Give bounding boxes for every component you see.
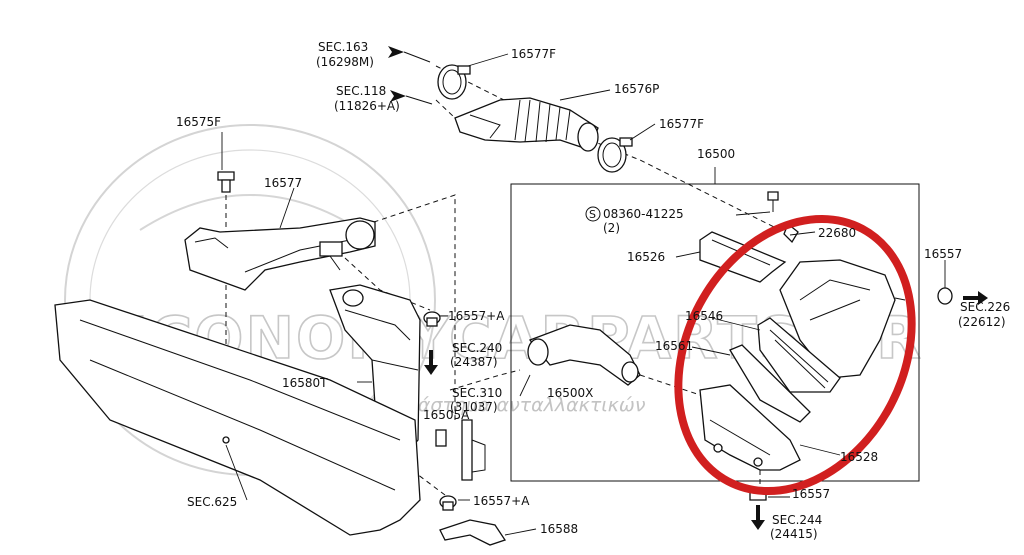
label-sec118-ref: (11826+A) [334, 99, 400, 113]
inlet-16500X [527, 324, 641, 386]
label-sec226: SEC.226 [960, 300, 1010, 314]
grommet-16557A-bottom [439, 495, 457, 511]
radiator-core-support [54, 299, 421, 536]
label-sec244-ref: (24415) [770, 527, 818, 541]
bolt-16575F [217, 171, 235, 193]
label-bolt-symbol: S [589, 208, 596, 221]
bracket-16505A [435, 419, 486, 481]
label-16500: 16500 [697, 147, 735, 161]
label-sec163-ref: (16298M) [316, 55, 374, 69]
label-16577F-top: 16577F [511, 47, 556, 61]
label-sec240: SEC.240 [452, 341, 502, 355]
label-16505A: 16505A [423, 408, 470, 422]
clamp-16577F-right [597, 137, 633, 173]
label-sec240-ref: (24387) [450, 355, 498, 369]
bracket-16588 [439, 519, 507, 546]
label-16577F-right: 16577F [659, 117, 704, 131]
label-16500X: 16500X [547, 386, 593, 400]
label-sec226-ref: (22612) [958, 315, 1006, 329]
duct-16577 [184, 217, 376, 291]
label-16577: 16577 [264, 176, 302, 190]
grommet-16557-right [937, 287, 953, 305]
label-bolt-code: 08360-41225 [603, 207, 684, 221]
label-16576P: 16576P [614, 82, 659, 96]
clamp-16577F-top [437, 64, 471, 100]
label-16588: 16588 [540, 522, 578, 536]
highlight-circle [674, 214, 916, 496]
grommet-16557A-mid [423, 311, 441, 327]
duct-16526 [699, 231, 787, 283]
label-sec625: SEC.625 [187, 495, 237, 509]
label-16557A-mid: 16557+A [448, 309, 505, 323]
label-sec310-ref: (31037) [450, 400, 498, 414]
label-16575F: 16575F [176, 115, 221, 129]
label-sec244: SEC.244 [772, 513, 822, 527]
label-16557-bottom: 16557 [792, 487, 830, 501]
label-sec310: SEC.310 [452, 386, 502, 400]
label-22680: 22680 [818, 226, 856, 240]
hose-16576P [454, 97, 599, 152]
label-16526: 16526 [627, 250, 665, 264]
label-16580T: 16580T [282, 376, 328, 390]
cover-22680 [779, 259, 906, 379]
label-16561: 16561 [655, 339, 693, 353]
label-16557A-bottom: 16557+A [473, 494, 530, 508]
element-16546 [757, 317, 841, 393]
label-16557-right: 16557 [924, 247, 962, 261]
housing-16528 [699, 384, 801, 471]
label-16546: 16546 [685, 309, 723, 323]
frame-16561 [729, 344, 811, 423]
label-sec118: SEC.118 [336, 84, 386, 98]
label-sec163: SEC.163 [318, 40, 368, 54]
label-bolt-qty: (2) [603, 221, 620, 235]
label-16528: 16528 [840, 450, 878, 464]
